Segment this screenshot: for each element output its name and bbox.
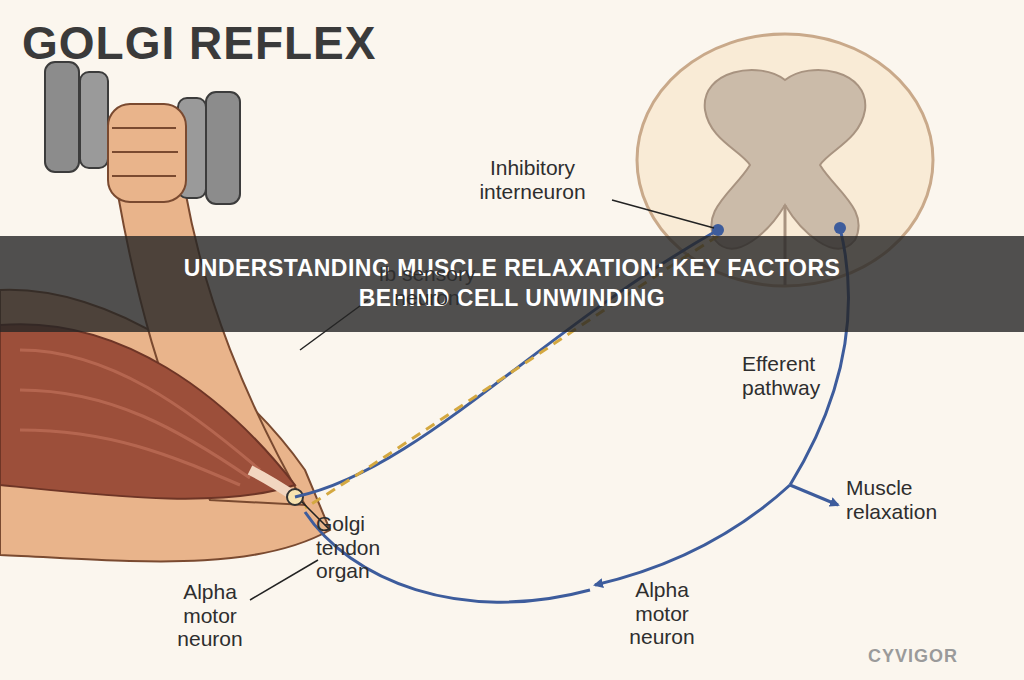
muscle-fibres (20, 350, 260, 485)
synapse-dot (834, 222, 846, 234)
finger-lines (112, 128, 178, 176)
callout-label: Ib sensory neuron (362, 262, 492, 309)
watermark: CYVIGOR (868, 646, 1008, 666)
callout-label: Golgi tendon organ (316, 512, 396, 583)
callout-label: Alpha motor neuron (612, 578, 712, 649)
motor-path (305, 512, 590, 602)
leader-line (612, 200, 714, 228)
dumbbell-plate (80, 72, 108, 168)
callout-label: Efferent pathway (742, 352, 867, 399)
fist (108, 104, 186, 202)
callout-label: Inhibitory interneuron (445, 156, 620, 203)
callout-label: Alpha motor neuron (160, 580, 260, 651)
leader-line (250, 560, 318, 600)
motor-arrow (595, 485, 790, 585)
diagram-title: GOLGI REFLEX (22, 16, 376, 70)
title-banner: UNDERSTANDING MUSCLE RELAXATION: KEY FAC… (0, 236, 1024, 332)
dumbbell-plate (206, 92, 240, 204)
dumbbell-plate (45, 62, 79, 172)
banner-text: UNDERSTANDING MUSCLE RELAXATION: KEY FAC… (172, 254, 852, 314)
synapse-dot (712, 224, 724, 236)
relaxation-arrow (790, 485, 838, 505)
callout-label: Muscle relaxation (846, 476, 996, 523)
